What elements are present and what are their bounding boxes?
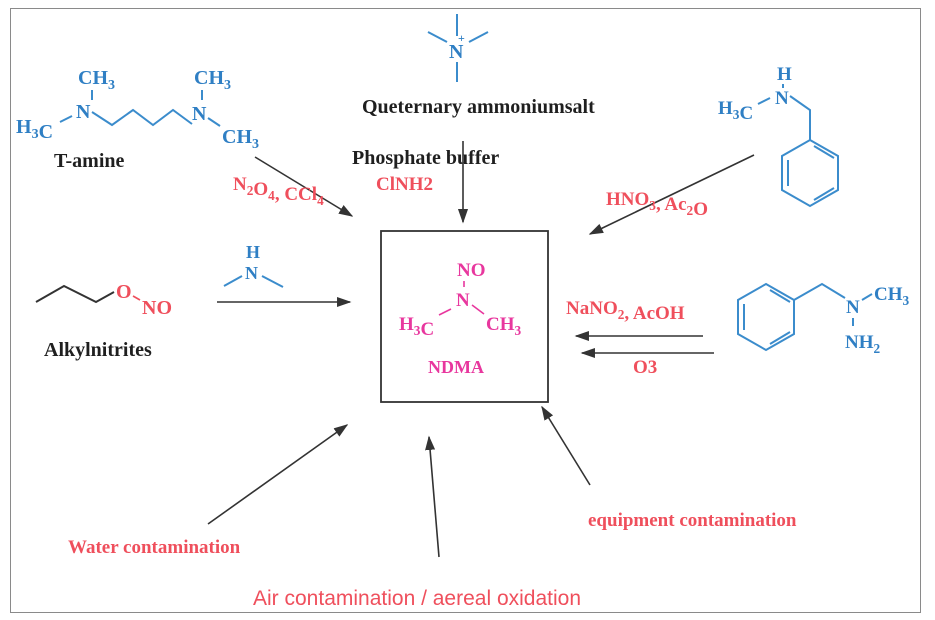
benzylamine-h: H: [777, 64, 792, 85]
bond: [223, 275, 243, 287]
benzylamine-n: N: [775, 88, 789, 109]
bond: [132, 295, 141, 301]
reagent-n2o4-ccl4: N2O4, CCl4: [233, 174, 324, 208]
arrow-air-to-ndma: [425, 435, 440, 558]
propyl-chain: [35, 284, 115, 304]
t-amine-structure: CH3 H3C N CH3 N CH3 T-amine: [16, 67, 259, 172]
alkylnitrites-label: Alkylnitrites: [44, 339, 152, 361]
ndma-box: [380, 230, 549, 403]
benzene-ring: [737, 282, 795, 352]
t-amine-ch3-right-top: CH3: [194, 67, 231, 93]
reagent-clnh2: ClNH2: [376, 174, 433, 195]
bond: [861, 293, 873, 301]
quaternary-label: Queternary ammoniumsalt: [362, 96, 595, 118]
ndma-label: NDMA: [428, 357, 484, 377]
t-amine-label: T-amine: [54, 150, 125, 172]
bond: [813, 145, 835, 159]
bond: [769, 331, 791, 345]
air-contamination-label: Air contamination / aereal oxidation: [253, 587, 581, 610]
arrow-equipment-to-ndma: [541, 405, 591, 486]
bond: [59, 115, 73, 123]
ndma-ch3: CH3: [486, 314, 522, 338]
ndma-h3c: H3C: [399, 314, 434, 340]
alkylnitrite-o: O: [116, 281, 132, 303]
bond: [789, 95, 811, 140]
quaternary-n: N: [449, 41, 464, 63]
hydrazine-ch3: CH3: [874, 284, 910, 308]
dimethylamine-h: H: [246, 242, 260, 262]
benzylamine-h3c: H3C: [718, 98, 753, 124]
bond: [468, 31, 489, 43]
t-amine-ch3-right: CH3: [222, 126, 259, 152]
phosphate-buffer-label: Phosphate buffer: [352, 147, 499, 169]
ndma-no: NO: [457, 260, 486, 281]
bond: [207, 117, 221, 127]
ndma-n: N: [456, 290, 470, 311]
arrow-tamine-to-ndma: [254, 156, 354, 217]
t-amine-h3c: H3C: [16, 116, 53, 143]
equipment-contamination-label: equipment contamination: [588, 510, 797, 531]
reagent-o3: O3: [633, 357, 657, 378]
t-amine-n1: N: [76, 101, 91, 123]
arrow-benzylamine-to-ndma: [588, 154, 755, 235]
quaternary-charge: +: [458, 31, 465, 45]
benzyl-methylhydrazine-structure: N CH3 NH2: [737, 282, 910, 356]
diagram-frame: [10, 8, 921, 613]
hydrazine-nh2: NH2: [845, 332, 881, 356]
reagent-hno3-ac2o: HNO3, Ac2O: [606, 189, 708, 220]
quaternary-ammonium-structure: N +: [427, 14, 489, 82]
bond: [757, 97, 771, 105]
bond: [438, 308, 452, 316]
dimethylamine-structure: H N: [223, 242, 284, 288]
bond: [427, 31, 448, 43]
bond: [813, 187, 835, 201]
alkylnitrite-structure: O NO Alkylnitrites: [35, 281, 172, 361]
bond: [793, 282, 846, 301]
t-amine-ch3-top: CH3: [78, 67, 115, 93]
t-amine-n2: N: [192, 103, 207, 125]
ndma-structure: NO N H3C CH3 NDMA: [399, 260, 522, 377]
benzene-ring: [781, 138, 839, 208]
alkylnitrite-no: NO: [142, 297, 172, 319]
propyl-chain: [91, 108, 193, 127]
hydrazine-n: N: [846, 297, 860, 318]
dimethylamine-n: N: [245, 263, 258, 283]
water-contamination-label: Water contamination: [68, 537, 241, 558]
bond: [261, 275, 284, 288]
bond: [471, 304, 485, 315]
bond: [769, 289, 791, 303]
reagent-nano2-acoh: NaNO2, AcOH: [566, 298, 685, 324]
n-methylbenzylamine-structure: H N H3C: [718, 64, 839, 208]
arrow-water-to-ndma: [207, 424, 349, 525]
